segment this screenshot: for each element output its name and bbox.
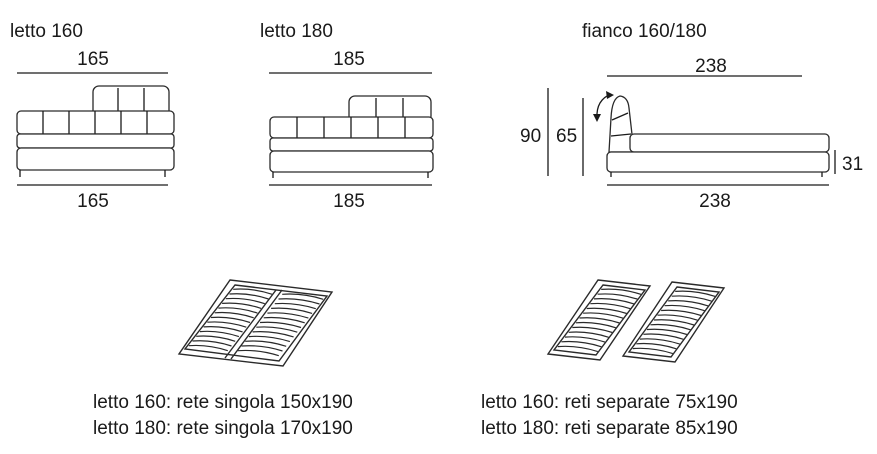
slat <box>632 347 673 355</box>
slat <box>188 344 228 352</box>
slat <box>241 345 283 352</box>
slat <box>661 309 702 317</box>
slat <box>575 321 617 329</box>
slat <box>282 293 324 300</box>
slat <box>207 321 247 328</box>
slat <box>597 293 638 300</box>
caption-separate-line2: letto 180: reti separate 85x190 <box>481 418 738 439</box>
bed180-width-bottom: 185 <box>333 191 365 212</box>
bed160-width-bottom: 165 <box>77 191 109 212</box>
side-base <box>606 151 830 173</box>
slat <box>225 297 265 305</box>
slat <box>664 304 705 312</box>
slat <box>203 326 243 333</box>
slat <box>267 312 309 319</box>
slat <box>579 317 620 324</box>
caption-single-line2: letto 180: rete singola 170x190 <box>93 418 353 439</box>
bed180-title: letto 180 <box>260 21 333 42</box>
bed160-width-top: 165 <box>77 49 109 70</box>
slat <box>561 340 602 348</box>
slat-single-left <box>188 288 273 352</box>
slat <box>643 333 684 340</box>
slat-base-separate-left <box>546 279 652 361</box>
slat <box>210 316 251 324</box>
slat-base-separate-right <box>621 281 726 363</box>
slat <box>214 311 254 319</box>
side-length-top: 238 <box>695 56 727 77</box>
slat <box>263 316 305 324</box>
bed160-front-view <box>16 72 175 186</box>
slat-separate-left <box>557 288 642 353</box>
slat <box>639 338 680 345</box>
rotate-arrow-icon <box>593 91 614 122</box>
slat <box>593 298 635 305</box>
slat <box>668 300 709 307</box>
slat <box>636 342 677 350</box>
slat <box>278 298 320 305</box>
slat <box>557 345 598 353</box>
bed160-mattress <box>16 133 175 149</box>
slat <box>218 307 258 314</box>
side-mattress <box>629 133 830 153</box>
slat <box>572 326 613 334</box>
slat <box>657 314 698 321</box>
slat <box>229 293 269 300</box>
slat <box>256 326 298 333</box>
slat <box>675 290 716 297</box>
slat <box>196 335 236 342</box>
slat-single-right <box>237 293 324 357</box>
slat <box>653 319 695 326</box>
slat <box>601 288 642 295</box>
slat <box>252 331 294 338</box>
slat <box>671 295 712 302</box>
side-view-title: fianco 160/180 <box>582 21 707 42</box>
slat-separate-right <box>632 290 716 355</box>
slat <box>237 349 279 357</box>
side-length-bottom: 238 <box>699 191 731 212</box>
slat <box>259 321 302 329</box>
slat <box>646 328 688 336</box>
bed180-base <box>269 150 434 173</box>
slat <box>564 336 606 343</box>
caption-single-line1: letto 160: rete singola 150x190 <box>93 392 353 413</box>
slat-base-single <box>177 279 334 367</box>
slat <box>586 307 627 315</box>
slat <box>568 331 609 338</box>
side-headboard <box>608 95 635 153</box>
side-view <box>547 75 836 186</box>
bed160-title: letto 160 <box>10 21 83 42</box>
slat <box>583 312 624 319</box>
slat <box>274 302 316 310</box>
side-height-base: 31 <box>842 154 864 175</box>
side-height-headboard: 65 <box>556 126 578 147</box>
bed180-width-top: 185 <box>333 49 365 70</box>
slat <box>271 307 313 314</box>
caption-separate-line1: letto 160: reti separate 75x190 <box>481 392 738 413</box>
side-height-total: 90 <box>520 126 542 147</box>
bed180-front-view <box>269 72 434 186</box>
slat <box>650 323 691 331</box>
slat <box>199 330 240 338</box>
slat <box>192 340 232 347</box>
slat <box>248 335 291 343</box>
bed160-base <box>16 147 175 171</box>
slat <box>245 340 287 347</box>
bed180-mattress <box>269 137 434 152</box>
slat <box>222 302 262 309</box>
slat <box>590 302 631 310</box>
slat <box>233 288 273 295</box>
